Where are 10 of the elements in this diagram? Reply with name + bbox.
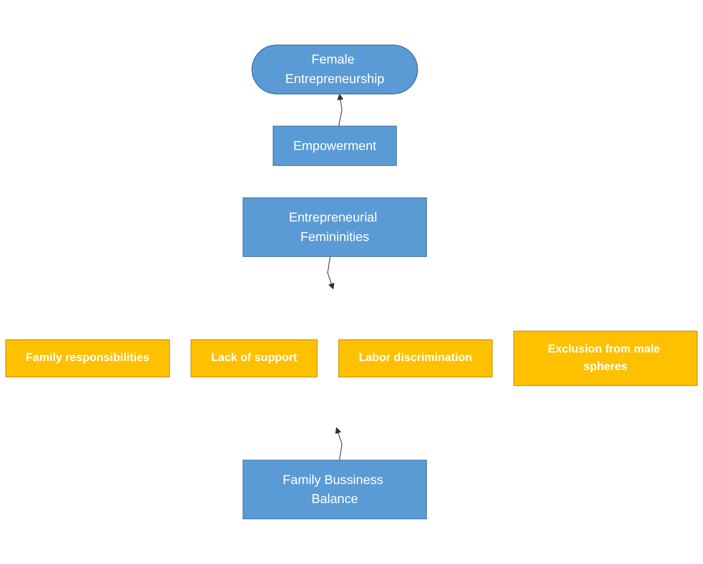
node-box: Lack of support (190, 339, 318, 378)
node-box: Family responsibilities (5, 339, 170, 378)
arrow (335, 427, 342, 460)
arrow (337, 94, 344, 126)
node-box: Exclusion from male spheres (513, 330, 698, 386)
node-box: Family Bussiness Balance (242, 460, 427, 520)
node-box: Entrepreneurial Femininities (242, 197, 427, 257)
node-box: Empowerment (272, 126, 397, 166)
arrow (327, 256, 334, 290)
node-box: Labor discrimination (338, 339, 493, 378)
